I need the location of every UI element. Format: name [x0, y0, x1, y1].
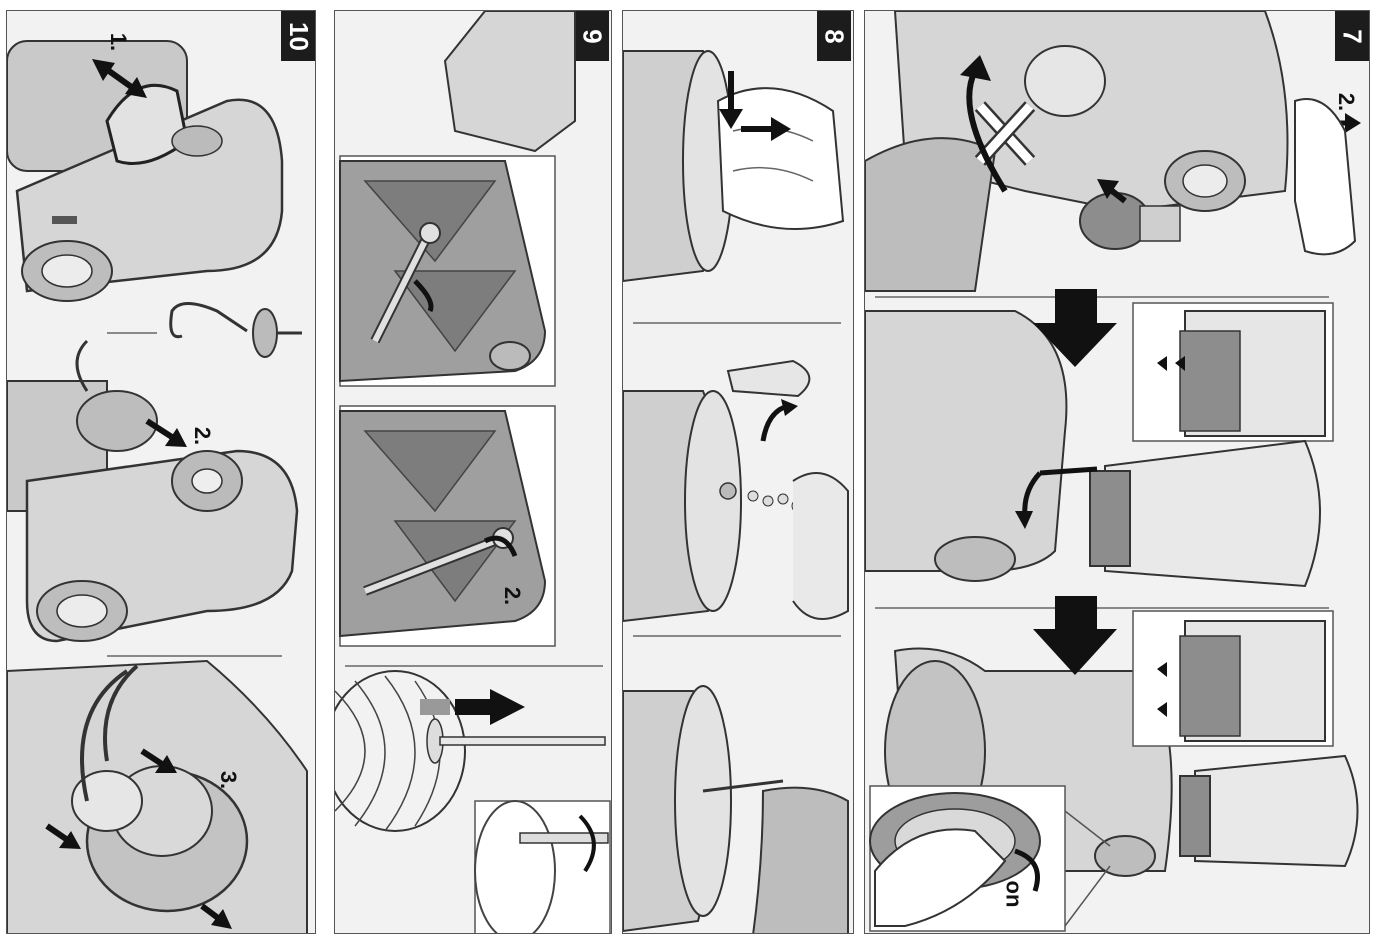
hand-icon	[753, 788, 848, 934]
step-label-1: 1.	[105, 33, 131, 51]
step-label-3: 3.	[215, 771, 241, 789]
step-label-2: 2.	[1333, 93, 1359, 111]
panel-7-illustration	[865, 11, 1370, 934]
dough-hook-icon	[171, 304, 302, 358]
panel-8-illustration	[623, 11, 854, 934]
panel-10: 10	[6, 10, 316, 934]
panel-10-illustration	[7, 11, 316, 934]
cap-icon	[728, 361, 809, 396]
panel-9-illustration	[335, 11, 612, 934]
step-label-2: 2.	[499, 587, 525, 605]
panel-8: 8	[622, 10, 854, 934]
panel-9: 9	[334, 10, 612, 934]
step-label-2: 2.	[189, 427, 215, 445]
switch-on-label: on	[1000, 881, 1026, 908]
blender-jug-icon	[1180, 756, 1358, 866]
blender-jug-icon	[1090, 441, 1320, 586]
panel-7: 7	[864, 10, 1370, 934]
